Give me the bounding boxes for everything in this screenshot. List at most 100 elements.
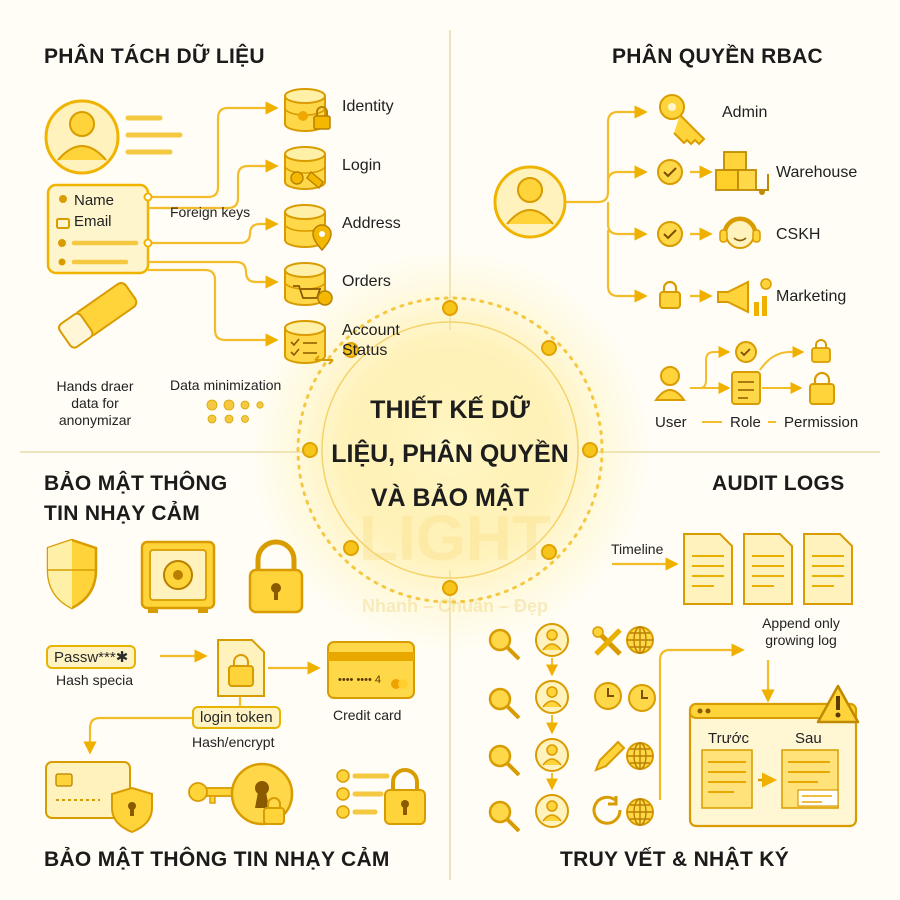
database-stack	[284, 88, 334, 365]
activity-icon-grid	[488, 623, 656, 833]
warning-icon	[816, 684, 860, 724]
magnifier-icon	[488, 744, 521, 777]
timeline-documents	[612, 533, 853, 605]
padlock-icon	[248, 539, 304, 614]
warehouse-boxes-icon	[715, 151, 769, 195]
locked-document-icon	[217, 639, 265, 697]
main-title: THIẾT KẾ DỮ LIỆU, PHÂN QUYỀN VÀ BẢO MẬT	[300, 388, 600, 520]
section-title-sensitive-line2: TIN NHẠY CẢM	[44, 502, 201, 525]
section-title-audit-logs: AUDIT LOGS	[712, 472, 845, 495]
document-icon	[683, 533, 733, 605]
document-icon	[803, 533, 853, 605]
foreign-key-connectors	[148, 101, 279, 347]
user-role-permission-flow	[654, 339, 835, 423]
lock-icon	[659, 280, 681, 309]
magnifier-icon	[488, 800, 521, 833]
main-title-line1: THIẾT KẾ DỮ	[370, 396, 530, 424]
credit-card-label: Credit card	[333, 707, 402, 723]
table-orders: Orders	[342, 273, 391, 290]
footer-trace-log: TRUY VẾT & NHẬT KÝ	[560, 848, 790, 871]
field-email-label: Email	[74, 213, 112, 230]
table-login: Login	[342, 157, 382, 174]
role-admin: Admin	[722, 104, 768, 121]
check-circle-icon	[657, 159, 683, 247]
append-log-line2: growing log	[765, 632, 837, 648]
key-icon	[659, 94, 706, 146]
pencil-icon	[594, 740, 626, 772]
eraser-caption-line1: Hands draer	[56, 378, 134, 394]
database-key-icon	[284, 146, 326, 190]
database-lock-icon	[284, 88, 331, 132]
rbac-user-icon	[493, 165, 567, 239]
section-title-rbac: PHÂN QUYỀN RBAC	[612, 45, 824, 68]
watermark-brand: LIGHT	[359, 502, 551, 574]
chip-card-shield-icon	[45, 761, 153, 834]
eraser-caption-line3: anonymizar	[58, 412, 132, 428]
flow-role-label: Role	[730, 414, 761, 431]
before-label: Trước	[708, 730, 749, 747]
center-hub: LIGHT Nhanh – Chuẩn – Đẹp	[250, 250, 650, 650]
checklist-lock-icon	[336, 768, 426, 825]
person-icon	[59, 195, 67, 203]
field-name-label: Name	[74, 192, 115, 209]
user-record-card	[46, 183, 150, 275]
section-title-sensitive-line1: BẢO MẬT THÔNG	[44, 472, 228, 495]
role-connectors	[566, 105, 713, 303]
after-label: Sau	[795, 730, 822, 747]
main-title-line3: VÀ BẢO MẬT	[370, 484, 530, 512]
magnifier-icon	[488, 687, 521, 720]
foreign-keys-label: Foreign keys	[170, 204, 251, 220]
minimization-dots	[206, 399, 264, 424]
globe-icon	[626, 626, 654, 654]
mail-icon	[56, 218, 70, 229]
shield-icon	[46, 538, 98, 610]
clock-icon	[628, 684, 656, 712]
table-account-status-line1: Account	[342, 322, 400, 339]
login-token-field: login token	[192, 706, 281, 729]
data-minimization-label: Data minimization	[170, 377, 282, 393]
magnifier-icon	[488, 628, 521, 661]
database-checklist-icon	[284, 320, 334, 365]
keyhole-key-icon	[188, 762, 294, 826]
location-pin-icon	[58, 239, 66, 247]
database-pin-icon	[284, 204, 332, 252]
role-cskh: CSKH	[776, 226, 821, 243]
password-sample-field: Passw***✱	[46, 645, 137, 669]
megaphone-icon	[717, 278, 772, 316]
section-title-data-separation: PHÂN TÁCH DỮ LIỆU	[44, 45, 265, 68]
table-address: Address	[342, 215, 401, 232]
flow-permission-label: Permission	[784, 414, 859, 431]
flow-user-label: User	[655, 414, 687, 431]
append-log-line1: Append only	[762, 615, 840, 631]
watermark-tagline: Nhanh – Chuẩn – Đẹp	[362, 596, 548, 616]
timeline-label: Timeline	[611, 541, 664, 557]
main-title-line2: LIỆU, PHÂN QUYỀN	[331, 440, 569, 468]
headset-agent-icon	[719, 216, 761, 249]
table-identity: Identity	[342, 98, 394, 115]
audit-connectors	[658, 643, 775, 800]
globe-icon	[626, 742, 654, 770]
role-marketing: Marketing	[776, 288, 847, 305]
document-icon	[743, 533, 793, 605]
table-account-status-line2: Status	[342, 342, 388, 359]
hash-encrypt-label: Hash/encrypt	[192, 734, 275, 750]
footer-sensitive: BẢO MẬT THÔNG TIN NHẠY CẢM	[44, 848, 390, 871]
card-digits: •••• •••• 4	[338, 674, 382, 686]
user-icon	[535, 623, 569, 828]
clock-icon	[594, 682, 622, 710]
globe-icon	[626, 798, 654, 826]
database-cart-icon	[284, 262, 333, 306]
dot-icon	[58, 258, 66, 266]
avatar-text-lines	[125, 115, 183, 155]
eraser-caption-line2: data for	[71, 395, 119, 411]
tools-icon	[592, 626, 622, 656]
credit-card-icon	[327, 641, 415, 699]
before-after-window	[688, 702, 858, 828]
role-warehouse: Warehouse	[776, 164, 858, 181]
hash-flow-connectors	[83, 649, 321, 755]
user-avatar-icon	[44, 99, 120, 175]
hash-special-label: Hash specia	[56, 672, 134, 688]
safe-icon	[140, 540, 216, 613]
